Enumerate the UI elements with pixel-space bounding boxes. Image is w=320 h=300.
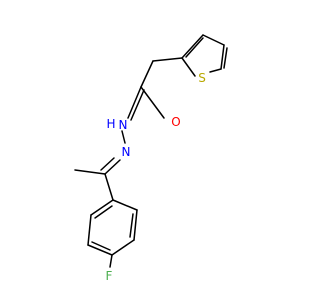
- bond: [90, 199, 114, 216]
- hydrazone-linkage: [74, 130, 126, 201]
- fluorophenyl-ring: [87, 199, 138, 268]
- bond: [74, 169, 106, 175]
- bond: [109, 254, 113, 268]
- bond: [181, 57, 196, 77]
- oxygen-atom-label: O: [171, 115, 180, 129]
- thiophene-ring: [181, 34, 228, 77]
- fluorine-atom-label: F: [106, 269, 113, 283]
- bond: [87, 244, 113, 256]
- bond: [185, 37, 204, 58]
- bond: [94, 205, 113, 219]
- acetyl-chain: [127, 57, 183, 121]
- bond: [91, 241, 111, 251]
- bond: [181, 34, 204, 59]
- amide-hydrogen-label: H: [106, 117, 115, 131]
- bond: [202, 34, 225, 46]
- bond: [130, 89, 145, 121]
- bond: [220, 44, 225, 70]
- bond: [223, 47, 228, 69]
- sulfur-atom-label: S: [198, 71, 206, 85]
- bond: [152, 57, 183, 62]
- bond: [112, 199, 138, 211]
- bond: [111, 239, 135, 256]
- bond: [133, 209, 138, 241]
- bond: [121, 130, 126, 144]
- molecule-structure: O N H N S F: [74, 34, 228, 283]
- bond: [140, 60, 154, 88]
- bond: [100, 157, 115, 171]
- bond: [140, 86, 165, 119]
- bond: [127, 86, 142, 119]
- bond: [209, 68, 222, 73]
- bond: [87, 214, 92, 246]
- imine-nitrogen-label: N: [122, 145, 131, 159]
- amide-nitrogen-label: N: [119, 118, 128, 132]
- bond: [129, 213, 134, 238]
- bond: [104, 173, 114, 201]
- bond: [104, 159, 121, 175]
